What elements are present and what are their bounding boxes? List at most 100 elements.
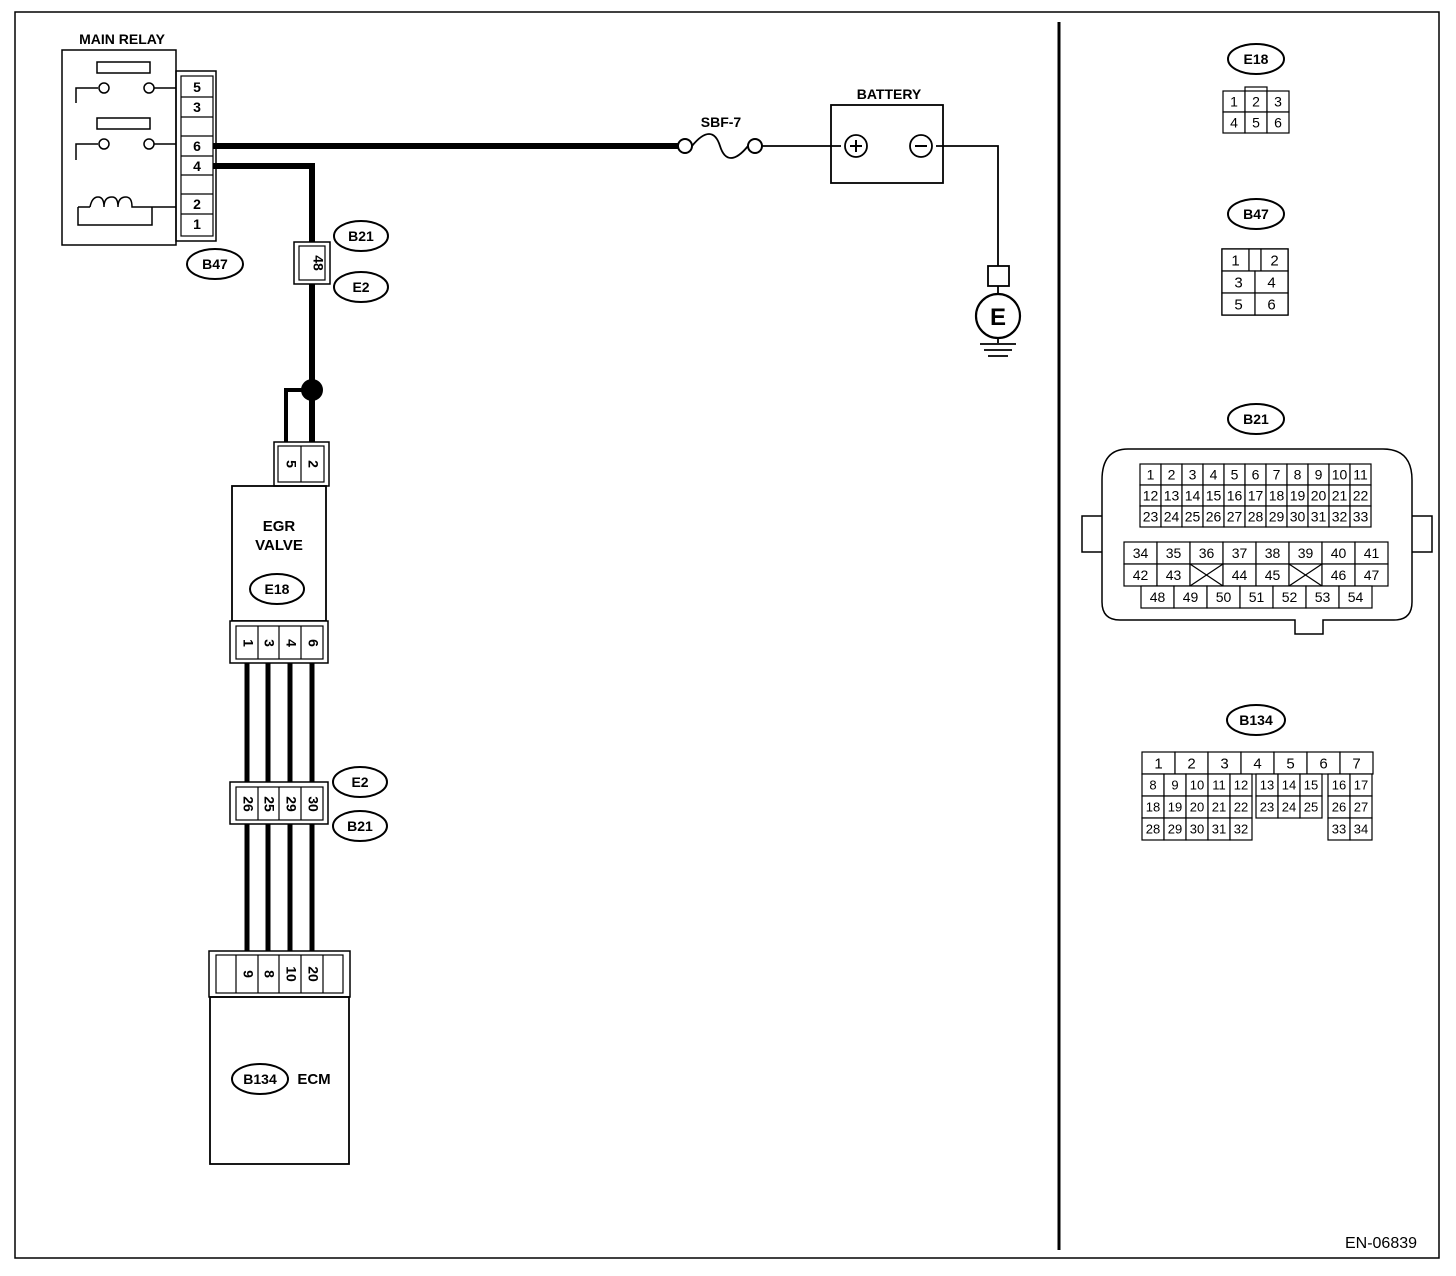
relay-pin: 4 — [193, 158, 201, 174]
pin-number: 1 — [1230, 94, 1238, 110]
pin-number: 21 — [1212, 800, 1226, 815]
relay-pin: 3 — [193, 99, 201, 115]
pin-number: 29 — [1168, 822, 1182, 837]
pin-number: 3 — [1274, 94, 1282, 110]
b21-tag — [332, 810, 388, 842]
pin-number: 7 — [1352, 755, 1360, 772]
relay-contact-1 — [96, 61, 151, 74]
pin-number: 15 — [1304, 778, 1318, 793]
relay-pin: 5 — [193, 79, 201, 95]
pin-number: 5 — [1231, 467, 1239, 483]
b21-tag — [333, 220, 389, 252]
pin-number: 22 — [1234, 800, 1248, 815]
relay-contact-2 — [96, 117, 151, 130]
relay-coil-icon — [89, 196, 152, 208]
ecm-pin: 9 — [240, 970, 256, 978]
fuse-sbf-7: SBF-7 — [677, 114, 763, 159]
pin-number: 6 — [1252, 467, 1260, 483]
pin-number: 6 — [1319, 755, 1327, 772]
pin-number: 4 — [1267, 274, 1275, 291]
connector-face-label: E18 — [1244, 51, 1269, 67]
fuse-label: SBF-7 — [701, 114, 742, 130]
pin-number: 6 — [1274, 115, 1282, 131]
b21-housing — [1101, 448, 1413, 635]
e2-tag — [332, 766, 388, 798]
relay-coil-wire — [77, 206, 176, 226]
pin-number: 9 — [1315, 467, 1323, 483]
pin-number: 10 — [1332, 467, 1348, 483]
pin-number: 41 — [1364, 545, 1380, 561]
pin-number: 24 — [1282, 800, 1296, 815]
pin-number: 15 — [1206, 488, 1222, 504]
pin-number: 2 — [1252, 94, 1260, 110]
pin-number: 4 — [1230, 115, 1238, 131]
pin-number: 35 — [1166, 545, 1182, 561]
pin-number: 21 — [1332, 488, 1348, 504]
relay-pin: 1 — [193, 216, 201, 232]
pin-number: 49 — [1183, 589, 1199, 605]
pin-number: 3 — [1189, 467, 1197, 483]
egr-bottom-pin: 4 — [283, 639, 299, 647]
pin-number: 50 — [1216, 589, 1232, 605]
b21-e2-connector-48: 48 B21 E2 — [293, 220, 389, 303]
svg-text:B21: B21 — [347, 818, 373, 834]
battery: BATTERY — [830, 86, 944, 184]
diagram-border — [14, 11, 1440, 1259]
pin-number: 8 — [1294, 467, 1302, 483]
egr-label-2: VALVE — [255, 537, 303, 554]
pin-number: 19 — [1290, 488, 1306, 504]
relay-pin: 6 — [193, 138, 201, 154]
main-relay-label: MAIN RELAY — [79, 31, 165, 47]
pin-number: 51 — [1249, 589, 1265, 605]
pin-number: 5 — [1252, 115, 1260, 131]
connector-face-label: B21 — [1243, 411, 1269, 427]
pin-number: 2 — [1187, 755, 1195, 772]
svg-text:E2: E2 — [352, 279, 369, 295]
pin-number: 27 — [1227, 509, 1243, 525]
pin-number: 4 — [1210, 467, 1218, 483]
b21-latch-left — [1081, 515, 1102, 553]
pin-number: 5 — [1234, 296, 1242, 313]
pin-number: 13 — [1164, 488, 1180, 504]
pin-number: 16 — [1227, 488, 1243, 504]
pin-number: 13 — [1260, 778, 1274, 793]
ecm-label: ECM — [297, 1071, 330, 1088]
svg-text:B47: B47 — [202, 256, 228, 272]
ecm-pin: 10 — [283, 966, 299, 982]
ecm-pin: 20 — [305, 966, 321, 982]
pin-number: 1 — [1147, 467, 1155, 483]
pin-number: 39 — [1298, 545, 1314, 561]
pin-number: 43 — [1166, 567, 1182, 583]
e18-tag — [249, 573, 305, 605]
pin-number: 33 — [1332, 822, 1346, 837]
e2-b21-joint-connector: 26 25 29 30 E2 B21 — [229, 766, 388, 842]
svg-text:E18: E18 — [265, 581, 290, 597]
pin-number: 25 — [1304, 800, 1318, 815]
pin-number: 2 — [1168, 467, 1176, 483]
pin-number: 42 — [1133, 567, 1149, 583]
pin-number: 30 — [1190, 822, 1204, 837]
pin-number: 31 — [1311, 509, 1327, 525]
pin-number: 10 — [1190, 778, 1204, 793]
relay-connector — [175, 70, 217, 242]
egr-bottom-pin: 1 — [240, 639, 256, 647]
pin-number: 26 — [1206, 509, 1222, 525]
pin-number: 47 — [1364, 567, 1380, 583]
ecm-body — [209, 996, 350, 1165]
pin-number: 20 — [1311, 488, 1327, 504]
e2-tag — [333, 271, 389, 303]
pin-number: 18 — [1269, 488, 1285, 504]
egr-top-pin: 5 — [283, 460, 299, 468]
pin-number: 14 — [1185, 488, 1201, 504]
pin-number: 34 — [1354, 822, 1368, 837]
pin-number: 17 — [1248, 488, 1264, 504]
pin-number: 22 — [1353, 488, 1369, 504]
svg-text:B134: B134 — [243, 1071, 277, 1087]
pin-number: 11 — [1212, 778, 1226, 793]
b47-tag — [186, 248, 244, 280]
pin-number: 26 — [1332, 800, 1346, 815]
